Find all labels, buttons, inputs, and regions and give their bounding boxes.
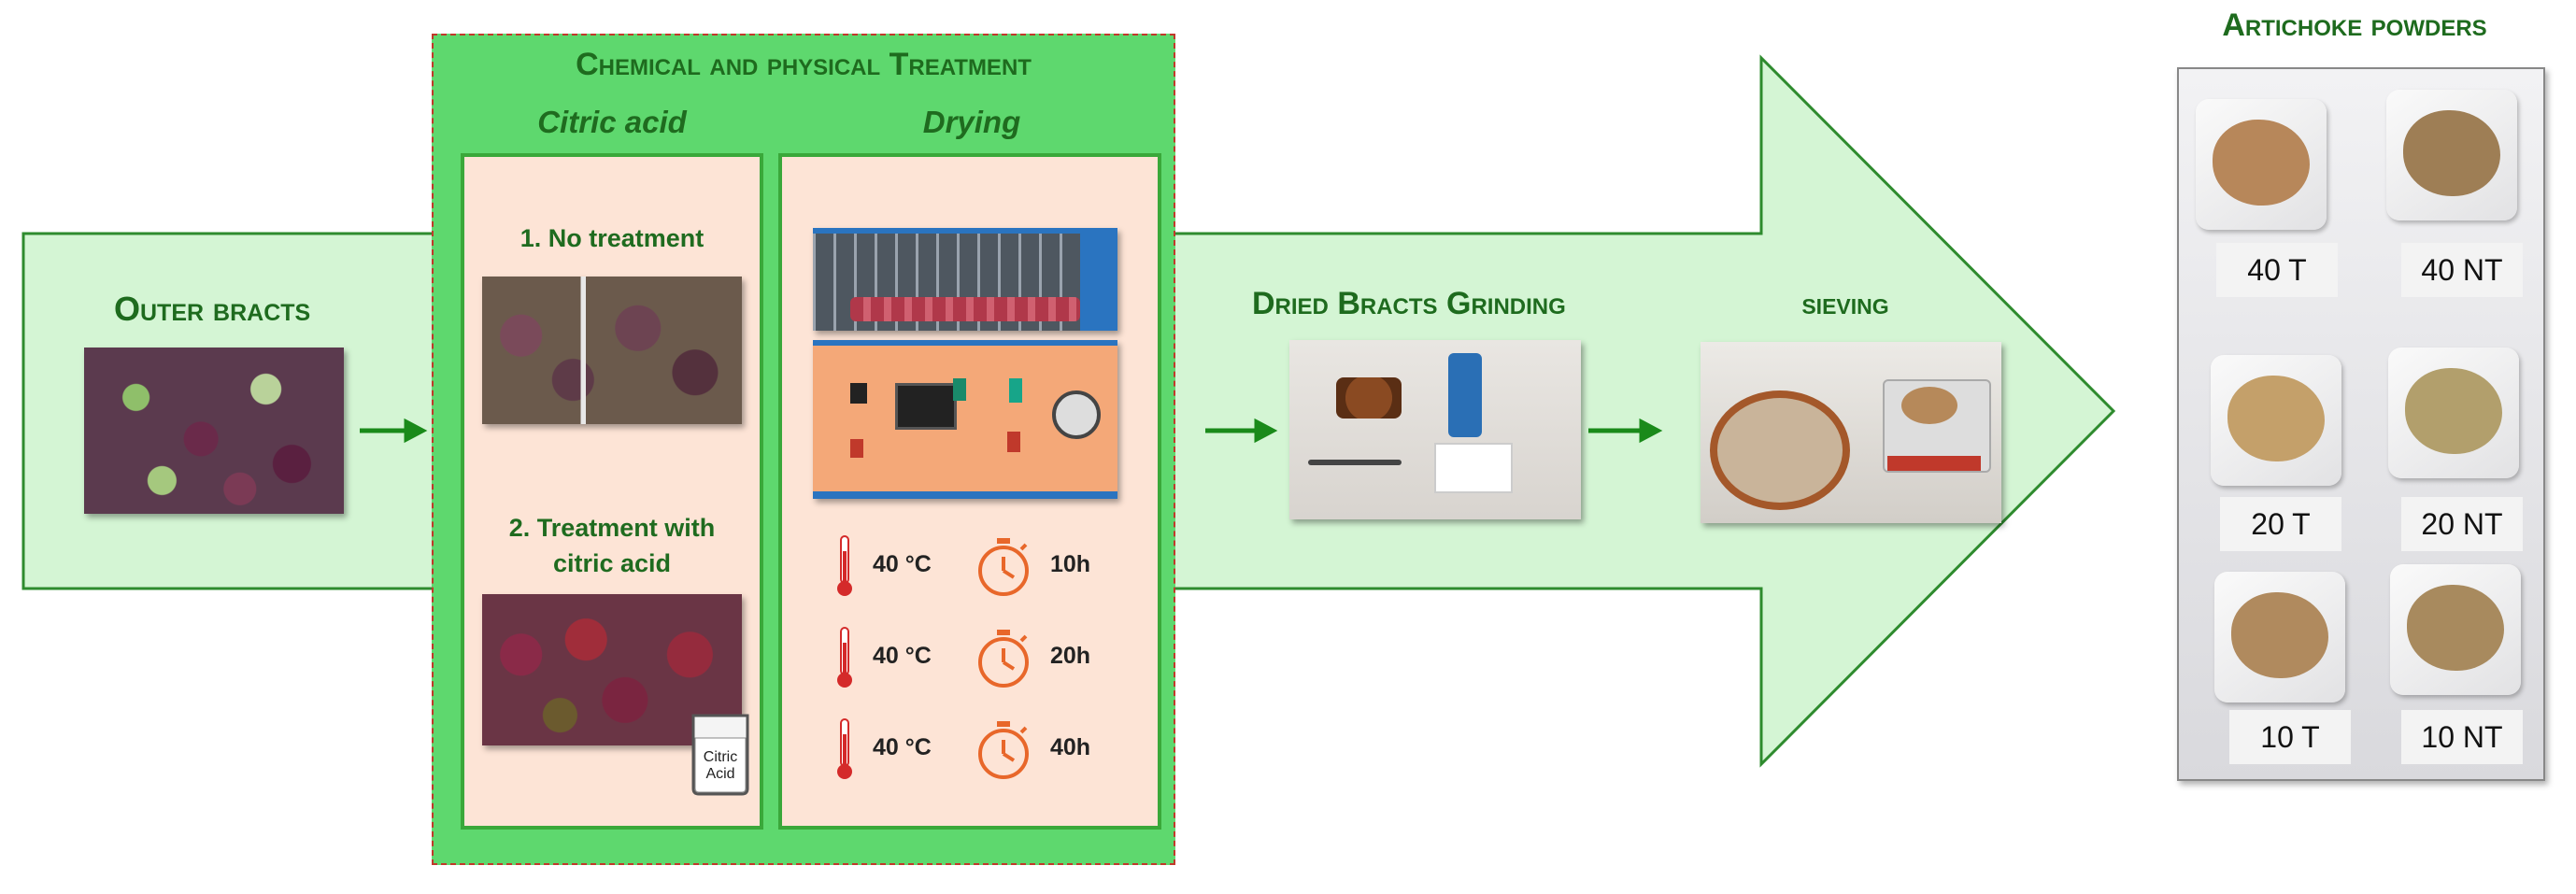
beaker-label: Citric Acid: [688, 749, 753, 783]
powder-sample: [2405, 368, 2502, 454]
stopwatch-icon: [978, 721, 1029, 779]
treatment-citric-line1: 2. Treatment with: [508, 514, 716, 542]
drying-time-1: 10h: [1050, 551, 1091, 577]
arrow-grinding-to-sieving: [1588, 418, 1663, 444]
treatment-citric-label: 2. Treatment with citric acid: [464, 510, 760, 581]
grinding-title: Dried Bracts Grinding: [1252, 286, 1566, 321]
drying-time-3: 40h: [1050, 734, 1091, 760]
drying-temp-2: 40 °C: [873, 643, 932, 669]
treatment-title: Chemical and physical Treatment: [576, 47, 1032, 82]
sieving-title: sieving: [1801, 286, 1889, 320]
powder-tile-20t: [2211, 355, 2341, 486]
powder-tile-40nt: [2386, 90, 2517, 220]
stopwatch-icon: [978, 538, 1029, 596]
thermometer-icon: [837, 627, 852, 688]
thermometer-icon: [837, 535, 852, 596]
oven-photo-top: [813, 228, 1117, 331]
powder-label-40nt: 40 NT: [2401, 243, 2523, 297]
powder-tile-10nt: [2390, 564, 2521, 695]
no-treatment-label: 1. No treatment: [519, 224, 704, 252]
powder-label-20nt: 20 NT: [2401, 497, 2523, 551]
beaker-line2: Acid: [705, 766, 735, 782]
citric-acid-header: Citric acid: [537, 105, 687, 139]
powder-tile-20nt: [2388, 348, 2519, 478]
drying-temp-3: 40 °C: [873, 734, 932, 760]
powder-tile-40t: [2196, 99, 2327, 230]
stopwatch-icon: [978, 630, 1029, 688]
arrow-outer-to-treatment: [360, 418, 428, 444]
no-treatment-photo: [482, 277, 742, 424]
powder-label-20t: 20 T: [2220, 497, 2341, 551]
powder-sample: [2227, 376, 2325, 461]
powder-tile-10t: [2214, 572, 2345, 702]
drying-temp-1: 40 °C: [873, 551, 932, 577]
powders-title: Artichoke powders: [2222, 7, 2487, 43]
arrow-treatment-to-grinding: [1205, 418, 1278, 444]
powder-sample: [2407, 585, 2504, 671]
powder-label-40t: 40 T: [2216, 243, 2338, 297]
treatment-citric-line2: citric acid: [552, 549, 672, 577]
drying-header: Drying: [922, 105, 1021, 139]
outer-bracts-photo: [84, 348, 344, 514]
grinding-photo: [1289, 340, 1581, 519]
drying-time-2: 20h: [1050, 643, 1091, 669]
powder-label-10t: 10 T: [2229, 710, 2351, 764]
beaker-line1: Citric: [703, 749, 738, 765]
powder-sample: [2403, 110, 2500, 196]
powder-sample: [2213, 120, 2310, 206]
oven-control-photo: [813, 340, 1117, 499]
powder-label-10nt: 10 NT: [2401, 710, 2523, 764]
sieving-photo: [1701, 342, 2001, 523]
outer-bracts-title: Outer bracts: [114, 290, 311, 328]
beaker-icon: [691, 714, 749, 796]
powder-sample: [2231, 592, 2328, 678]
thermometer-icon: [837, 718, 852, 779]
